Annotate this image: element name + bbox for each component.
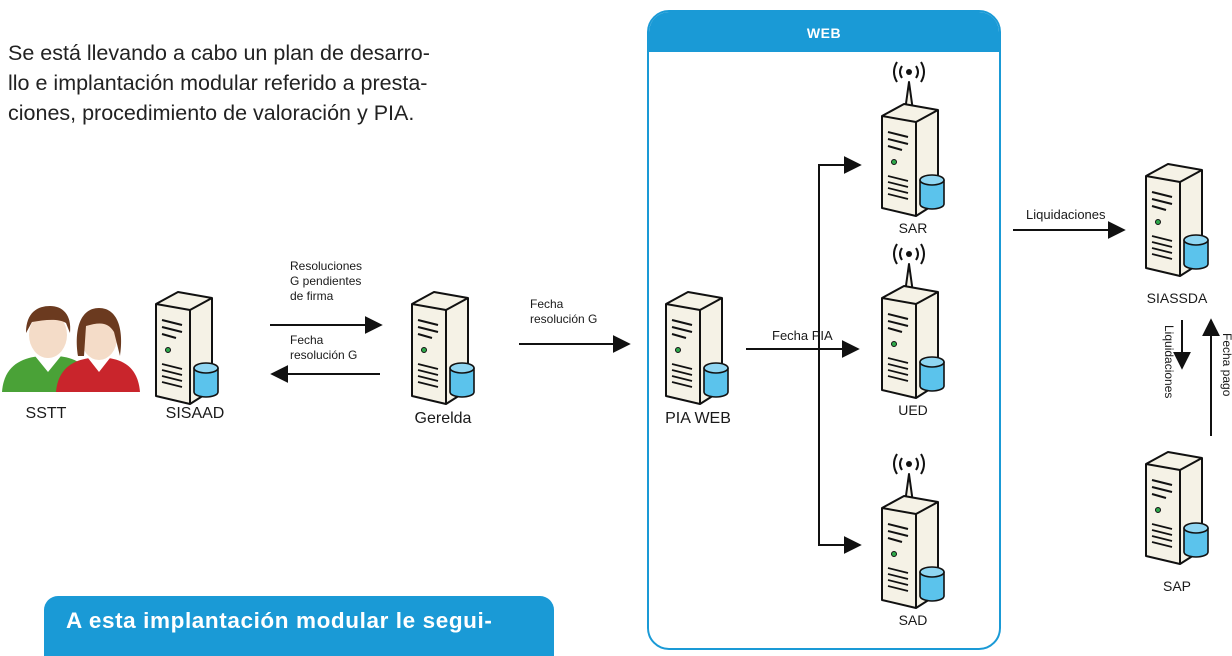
- intro-line-2: llo e implantación modular referido a pr…: [8, 71, 428, 95]
- sad-server-icon: [881, 453, 945, 609]
- intro-text: Se está llevando a cabo un plan de desar…: [8, 38, 558, 128]
- node-label-gerelda: Gerelda: [414, 410, 472, 427]
- node-label-sar: SAR: [898, 220, 928, 236]
- node-label-sisaad: SISAAD: [165, 405, 225, 422]
- diagram-canvas: [2, 61, 1220, 609]
- intro-line-1: Se está llevando a cabo un plan de desar…: [8, 41, 430, 65]
- pia-web-server-icon: [665, 291, 729, 405]
- sar-server-icon: [881, 61, 945, 217]
- node-label-sstt: SSTT: [25, 405, 67, 422]
- arrow-pia-to-sar: [818, 156, 862, 349]
- web-header: WEB: [649, 12, 999, 52]
- arrow-pia-to-sad: [818, 349, 862, 554]
- node-label-siassda: SIASSDA: [1146, 290, 1208, 306]
- sisaad-server-icon: [155, 291, 219, 405]
- edge-label-fecha-pago: Fecha pago: [1220, 333, 1232, 397]
- edge-label-fecha-pia: Fecha PIA: [772, 328, 833, 343]
- edge-label-resoluciones-line-3: de firma: [290, 289, 334, 303]
- siassda-server-icon: [1145, 163, 1209, 277]
- node-label-ued: UED: [898, 402, 928, 418]
- intro-line-3: ciones, procedimiento de valoración y PI…: [8, 101, 415, 125]
- sap-server-icon: [1145, 451, 1209, 565]
- edge-label-fecha-resolucion: Fecha resolución G: [290, 333, 357, 363]
- edge-label-liquidaciones-vertical: Liquidaciones: [1162, 325, 1176, 399]
- edge-label-liquidaciones: Liquidaciones: [1026, 207, 1106, 222]
- node-label-sap: SAP: [1162, 578, 1191, 594]
- node-label-sad: SAD: [898, 612, 928, 628]
- edge-label-resoluciones-line-1: Resoluciones: [290, 259, 363, 273]
- edge-label-fecha-resolucion-web-line-2: resolución G: [530, 312, 598, 326]
- edge-label-fecha-resolucion-line-1: Fecha: [290, 333, 324, 347]
- edge-label-fecha-resolucion-web-line-1: Fecha: [530, 297, 564, 311]
- edge-label-resoluciones: Resoluciones G pendientes de firma: [290, 259, 362, 304]
- gerelda-server-icon: [411, 291, 475, 405]
- edge-label-resoluciones-line-2: G pendientes: [290, 274, 362, 288]
- highlight-banner: A esta implantación modular le segui-: [44, 596, 554, 656]
- sstt-people-icon: [2, 306, 140, 392]
- edge-label-fecha-resolucion-line-2: resolución G: [290, 348, 358, 362]
- edge-label-fecha-resolucion-web: Fecha resolución G: [530, 297, 597, 327]
- node-label-pia-web: PIA WEB: [665, 410, 731, 427]
- ued-server-icon: [881, 243, 945, 399]
